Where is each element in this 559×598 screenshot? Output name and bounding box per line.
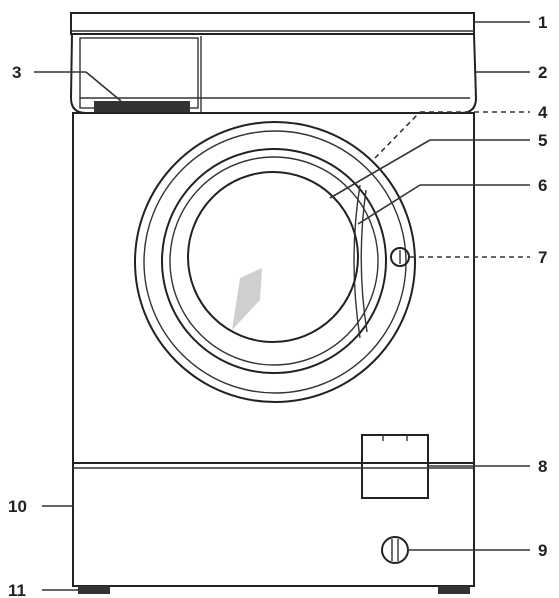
callout-8: 8: [538, 457, 547, 476]
callout-2: 2: [538, 63, 547, 82]
callout-9: 9: [538, 541, 547, 560]
callout-4: 4: [538, 103, 548, 122]
callout-3: 3: [12, 63, 21, 82]
door: [134, 121, 416, 403]
callout-5: 5: [538, 131, 547, 150]
service-panel: [361, 434, 429, 499]
adjustable-feet: [78, 586, 470, 594]
detergent-drawer: [79, 37, 199, 112]
callout-11: 11: [8, 581, 26, 598]
porthole-glass: [187, 171, 359, 343]
door-lock-button: [390, 247, 410, 267]
callout-7: 7: [538, 248, 547, 267]
pump-filter-knob: [381, 536, 409, 564]
cabinet: [72, 112, 475, 464]
callout-6: 6: [538, 176, 547, 195]
plinth: [72, 462, 475, 587]
leader-lines: [34, 21, 530, 591]
worktop: [70, 12, 475, 35]
callout-1: 1: [538, 13, 547, 32]
callout-10: 10: [8, 497, 27, 516]
